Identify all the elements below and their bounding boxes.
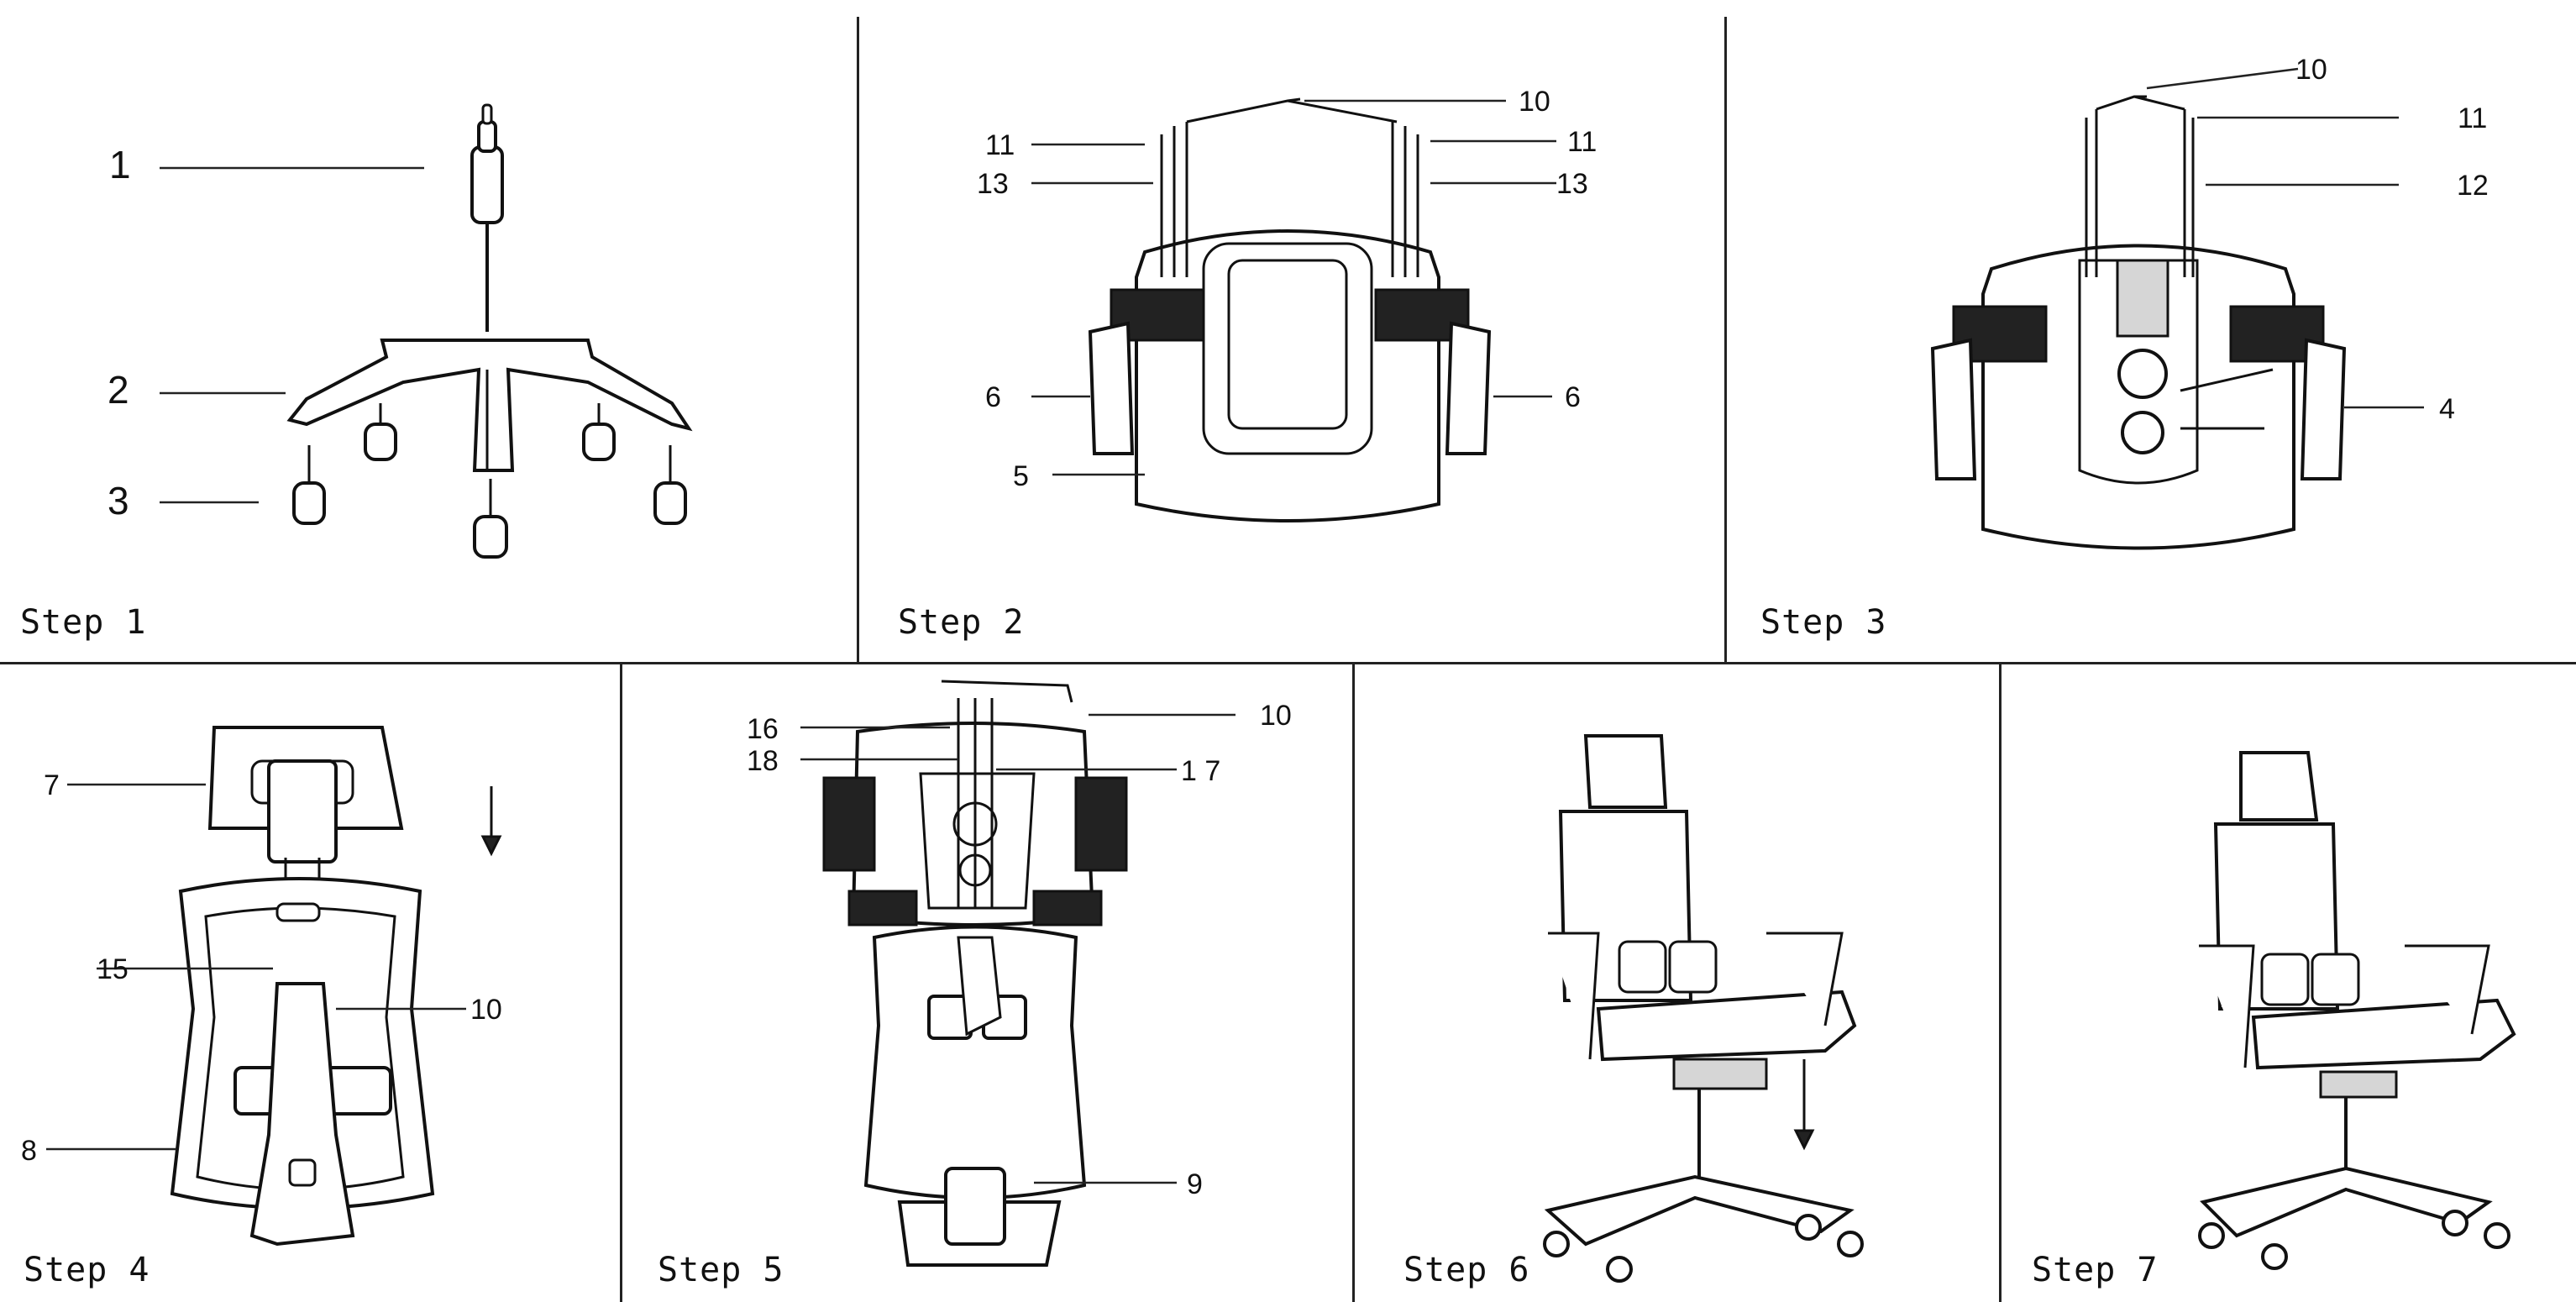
step-5-label: Step 5	[658, 1251, 784, 1289]
callout-10: 10	[2295, 54, 2327, 86]
step-4-label: Step 4	[24, 1251, 150, 1289]
screws-left	[1160, 122, 1188, 277]
step-7-panel: Step 7	[2002, 664, 2576, 1302]
step-6-label: Step 6	[1403, 1251, 1530, 1289]
step-1-label: Step 1	[20, 603, 147, 642]
step-1-base-assembly-drawing: 1 2 3	[108, 103, 693, 559]
callout-10: 10	[1260, 700, 1292, 732]
callout-6-left: 6	[985, 381, 1001, 413]
step-7-completed-chair-drawing	[2198, 751, 2516, 1270]
step-3-panel: 10 11 12 4 Step 3	[1727, 0, 2576, 662]
step-6-panel: Step 6	[1355, 664, 1999, 1302]
callout-9: 9	[1187, 1168, 1203, 1200]
step-5-backrest-to-seat-drawing: 16 10 18 1 7 9	[747, 680, 1292, 1267]
callout-2: 2	[108, 368, 129, 412]
callout-7: 7	[44, 769, 60, 801]
callout-8: 8	[21, 1135, 37, 1167]
caster-right-back	[582, 403, 616, 461]
callout-11-left: 11	[985, 129, 1015, 161]
callout-13-right: 13	[1556, 168, 1588, 200]
screws-right	[1391, 122, 1419, 277]
step-7-label: Step 7	[2032, 1251, 2159, 1289]
vertical-divider-3	[620, 664, 622, 1302]
vertical-divider-4	[1352, 664, 1355, 1302]
callout-11: 11	[2458, 102, 2487, 134]
callout-6-right: 6	[1565, 381, 1581, 413]
vertical-divider-2	[1724, 17, 1727, 662]
step-2-label: Step 2	[898, 603, 1025, 642]
callout-10: 10	[470, 994, 502, 1026]
callout-12: 12	[2457, 170, 2489, 202]
step-2-seat-armrest-drawing: 10 11 11 13 13 6 6 5	[977, 86, 1597, 522]
step-4-backrest-headrest-drawing: 7 15 10 8	[21, 726, 502, 1247]
step-1-panel: 1 2 3 Step 1	[0, 0, 857, 662]
callout-1: 1	[109, 143, 131, 186]
callout-10: 10	[1519, 86, 1550, 118]
step-3-label: Step 3	[1760, 603, 1887, 642]
step-6-chair-on-base-drawing	[1543, 734, 1864, 1283]
callout-3: 3	[108, 479, 129, 522]
caster-left-back	[364, 403, 397, 461]
callout-16: 16	[747, 713, 779, 745]
caster-right-front	[653, 445, 687, 525]
callout-17: 1 7	[1181, 755, 1220, 787]
vertical-divider-1	[857, 17, 859, 662]
callout-13-left: 13	[977, 168, 1009, 200]
callout-11-right: 11	[1567, 126, 1597, 158]
callout-18: 18	[747, 745, 779, 777]
caster-center	[473, 479, 508, 559]
callout-5: 5	[1013, 460, 1029, 492]
step-4-panel: 7 15 10 8 Step 4	[0, 664, 620, 1302]
step-2-panel: 10 11 11 13 13 6 6 5 Step 2	[859, 0, 1724, 662]
vertical-divider-5	[1999, 664, 2002, 1302]
step-5-panel: 16 10 18 1 7 9 Step 5	[622, 664, 1352, 1302]
horizontal-divider	[0, 662, 2576, 664]
caster-left-front	[292, 445, 326, 525]
step-3-mechanism-drawing: 10 11 12 4	[1930, 54, 2489, 550]
callout-4: 4	[2439, 393, 2455, 425]
callout-15: 15	[97, 953, 129, 985]
